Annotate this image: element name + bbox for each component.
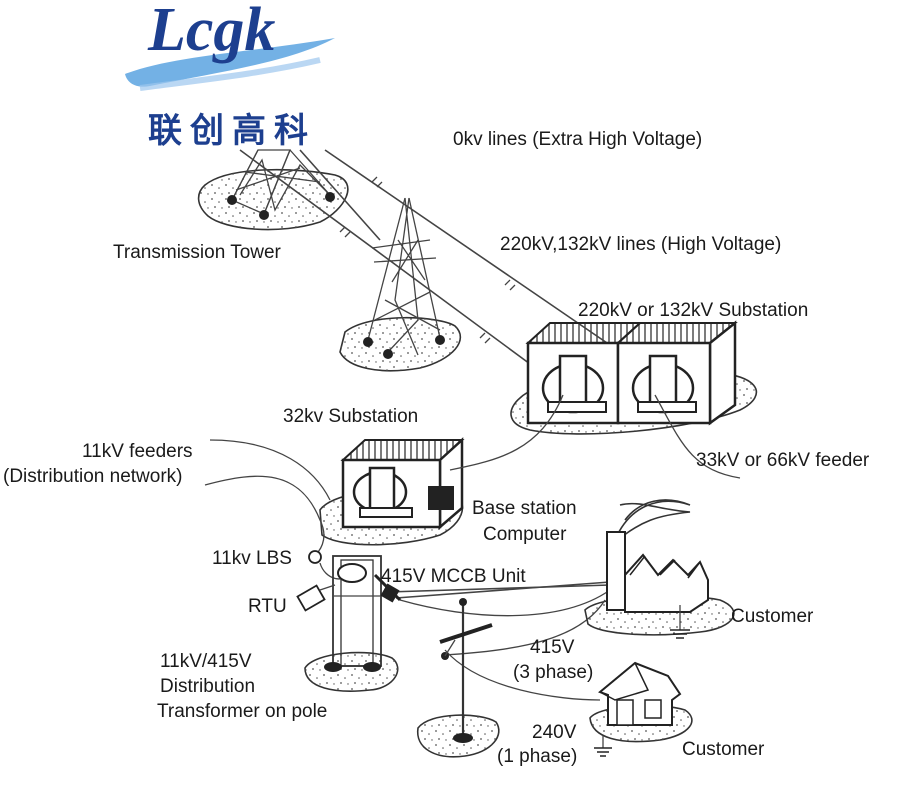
label-1-phase: (1 phase): [497, 746, 577, 767]
hv-substation-icon: [525, 320, 738, 426]
label-hv-lines: 220kV,132kV lines (High Voltage): [500, 234, 781, 255]
label-computer: Computer: [483, 524, 567, 545]
label-customer-house: Customer: [682, 739, 765, 760]
label-32kv-substation: 32kv Substation: [283, 406, 418, 427]
factory-icon: [606, 499, 709, 639]
house-icon: [594, 661, 682, 757]
label-415v: 415V: [530, 637, 575, 658]
label-mccb-unit: 415V MCCB Unit: [381, 566, 526, 587]
transmission-lines: [239, 149, 611, 376]
label-transmission-tower: Transmission Tower: [113, 242, 282, 263]
substation-32kv-icon: [340, 437, 465, 530]
label-11kv-feeders: 11kV feeders: [82, 441, 193, 462]
label-distribution: Distribution: [160, 676, 255, 697]
label-customer-factory: Customer: [731, 606, 814, 627]
label-lbs: 11kv LBS: [212, 548, 292, 569]
distribution-pole-icon: [439, 598, 493, 743]
label-3-phase: (3 phase): [513, 662, 593, 683]
company-logo: Lcgk 联创高科: [125, 0, 335, 151]
logo-wordmark: Lcgk: [147, 0, 275, 64]
mccb-unit-icon: [380, 583, 400, 603]
feeder-wires: [204, 394, 741, 701]
lbs-switch-icon: [308, 550, 322, 564]
label-transformer-ratio: 11kV/415V: [160, 651, 252, 672]
ground-patches: [197, 168, 758, 758]
label-transformer-on-pole: Transformer on pole: [157, 701, 327, 722]
label-33-66kv-feeder: 33kV or 66kV feeder: [696, 450, 870, 471]
label-distribution-network: (Distribution network): [3, 466, 183, 487]
label-ehv-lines: 0kv lines (Extra High Voltage): [453, 129, 702, 150]
label-hv-substation: 220kV or 132kV Substation: [578, 300, 808, 321]
base-station-computer-icon: [428, 486, 454, 510]
pole-transformer-icon: [296, 550, 402, 672]
logo-swoosh: [125, 38, 335, 87]
tower-lattice-icon: [363, 197, 445, 359]
label-rtu: RTU: [248, 596, 287, 617]
logo-chinese-name: 联创高科: [148, 111, 316, 151]
transmission-tower-icon: [227, 149, 335, 220]
label-240v: 240V: [532, 722, 577, 743]
diagram-labels: 0kv lines (Extra High Voltage) Transmiss…: [3, 129, 870, 767]
label-base-station: Base station: [472, 498, 577, 519]
rtu-icon: [296, 584, 326, 612]
